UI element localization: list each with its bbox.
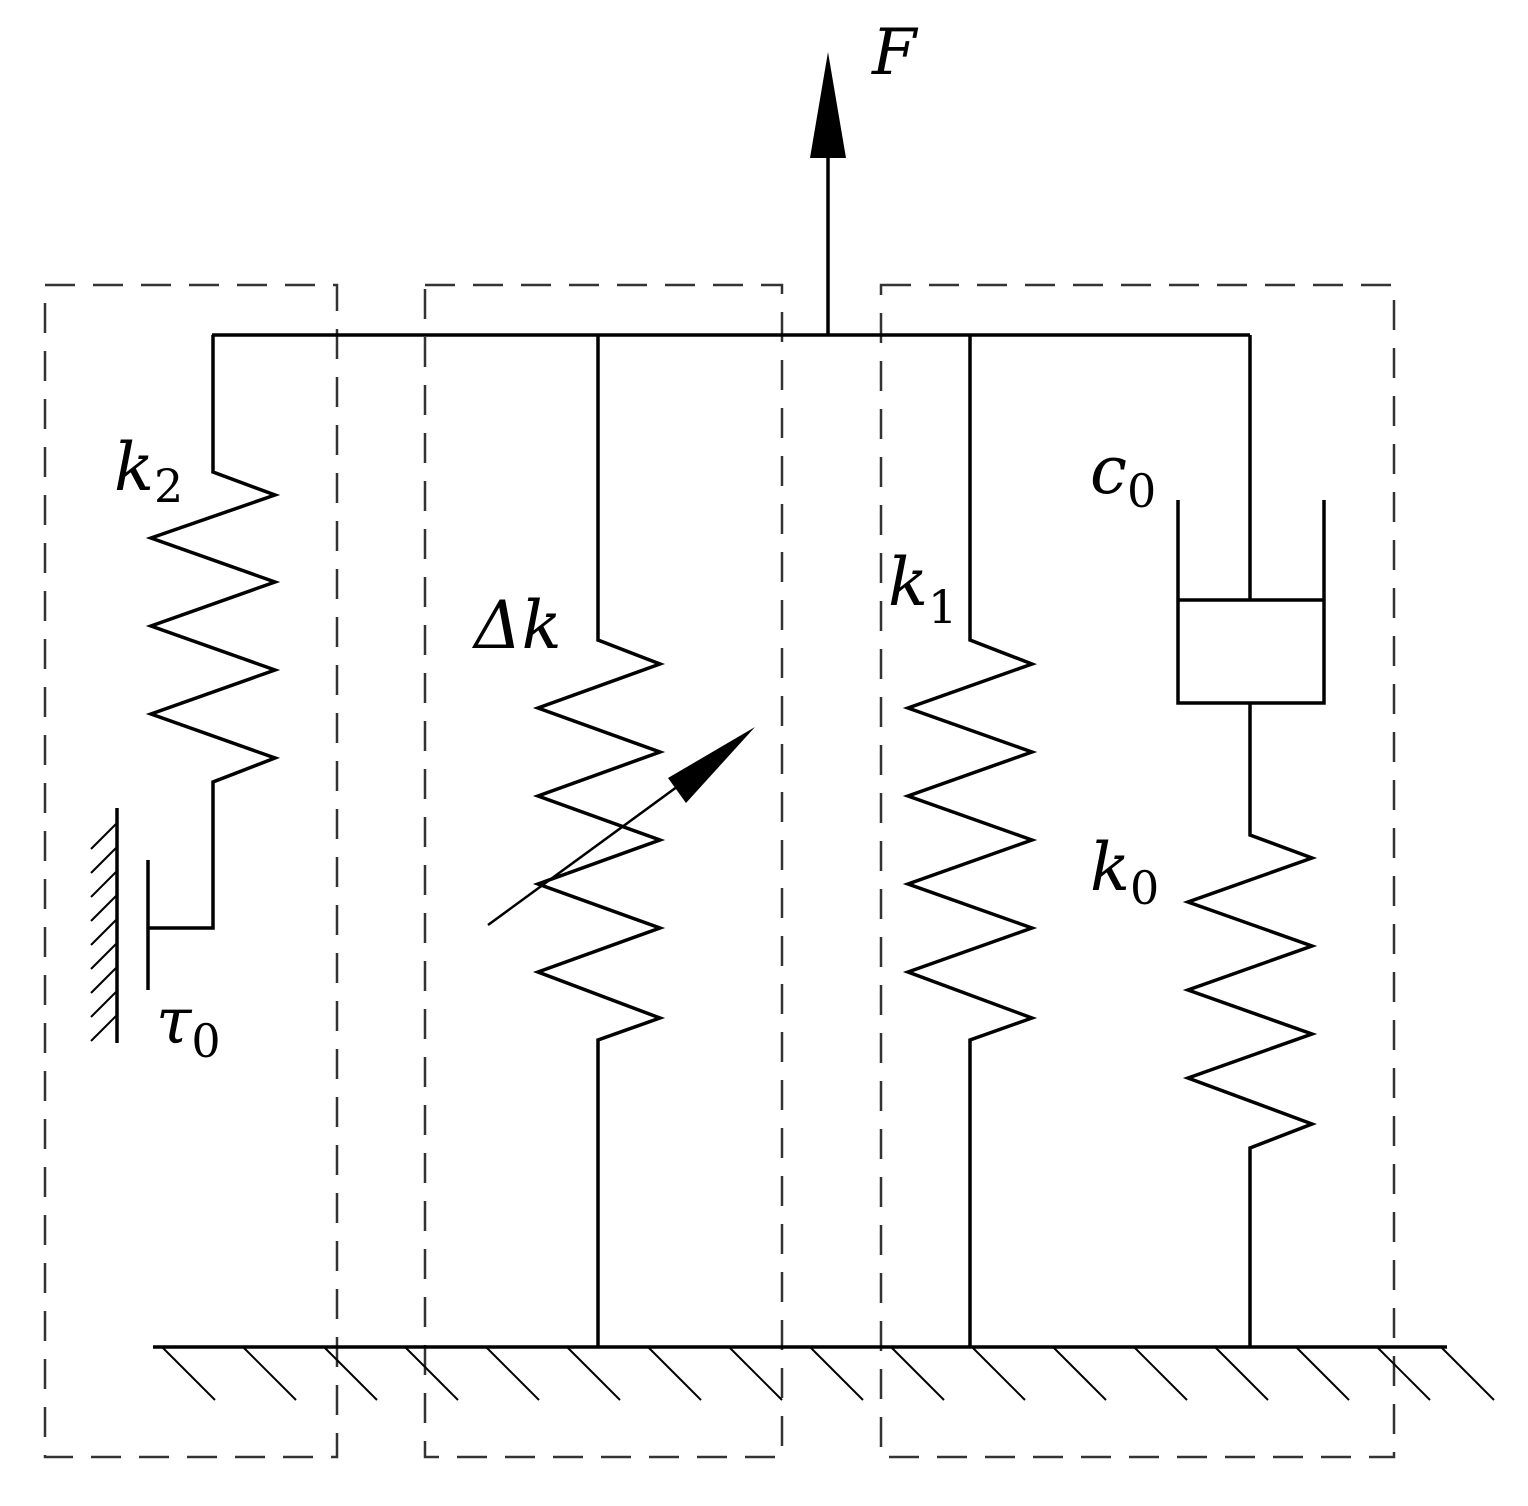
spring-k2 xyxy=(145,335,281,930)
variable-stiffness-arrow xyxy=(487,727,755,927)
force-arrow xyxy=(810,52,846,335)
friction-slider-tau0 xyxy=(90,808,150,1043)
dashpot-c0 xyxy=(1176,335,1326,705)
label-k1: k1 xyxy=(888,544,957,634)
label-delta-k: Δk xyxy=(471,587,562,664)
spring-k0 xyxy=(1182,703,1318,1347)
spring-k1 xyxy=(902,335,1038,1347)
label-k2: k2 xyxy=(114,429,183,513)
group-box-variable-spring xyxy=(423,283,784,1459)
label-tau0: τ0 xyxy=(156,985,221,1068)
dashed-group-boxes xyxy=(43,283,1396,1459)
group-box-friction-branch xyxy=(43,283,339,1459)
variable-spring-dk xyxy=(532,335,666,1347)
ground xyxy=(153,1345,1495,1401)
group-box-viscoelastic-branch xyxy=(879,283,1396,1459)
label-c0: c0 xyxy=(1090,432,1156,518)
label-force-f: F xyxy=(871,16,919,90)
label-k0: k0 xyxy=(1090,829,1159,915)
